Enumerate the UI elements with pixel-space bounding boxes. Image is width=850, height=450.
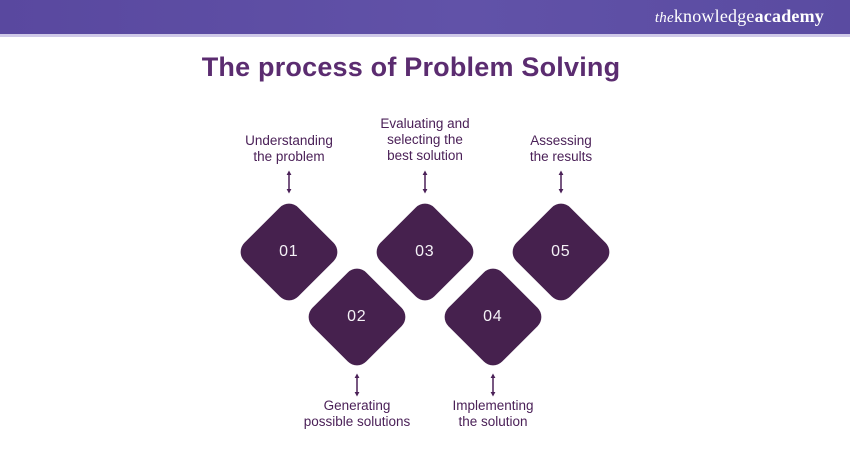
step-diamond-02: 02 xyxy=(303,263,411,371)
double-arrow-icon xyxy=(558,170,564,194)
header-bar: theknowledgeacademy xyxy=(0,0,850,37)
double-arrow-icon xyxy=(286,170,292,194)
step-label-01: Understanding the problem xyxy=(245,133,333,164)
double-arrow-icon xyxy=(354,373,360,397)
brand-logo: theknowledgeacademy xyxy=(655,6,824,27)
step-label-05: Assessing the results xyxy=(529,133,593,164)
step-diamond-01: 01 xyxy=(235,198,343,306)
double-arrow-icon xyxy=(422,170,428,194)
page-title: The process of Problem Solving xyxy=(201,52,621,82)
step-number-05: 05 xyxy=(551,243,571,260)
step-diamond-05: 05 xyxy=(507,198,615,306)
step-number-03: 03 xyxy=(415,243,435,260)
double-arrow-icon xyxy=(490,373,496,397)
step-diamond-03: 03 xyxy=(371,198,479,306)
step-number-02: 02 xyxy=(347,308,367,325)
brand-logo-knowledge: knowledge xyxy=(673,6,755,26)
step-number-01: 01 xyxy=(279,243,299,260)
step-label-03: Evaluating and selecting the best soluti… xyxy=(380,116,470,163)
brand-logo-the: the xyxy=(654,10,674,26)
step-label-02: Generating possible solutions xyxy=(303,398,411,429)
brand-logo-academy: academy xyxy=(754,6,824,26)
step-number-04: 04 xyxy=(483,308,503,325)
step-diamond-04: 04 xyxy=(439,263,547,371)
step-label-04: Implementing the solution xyxy=(452,398,534,429)
